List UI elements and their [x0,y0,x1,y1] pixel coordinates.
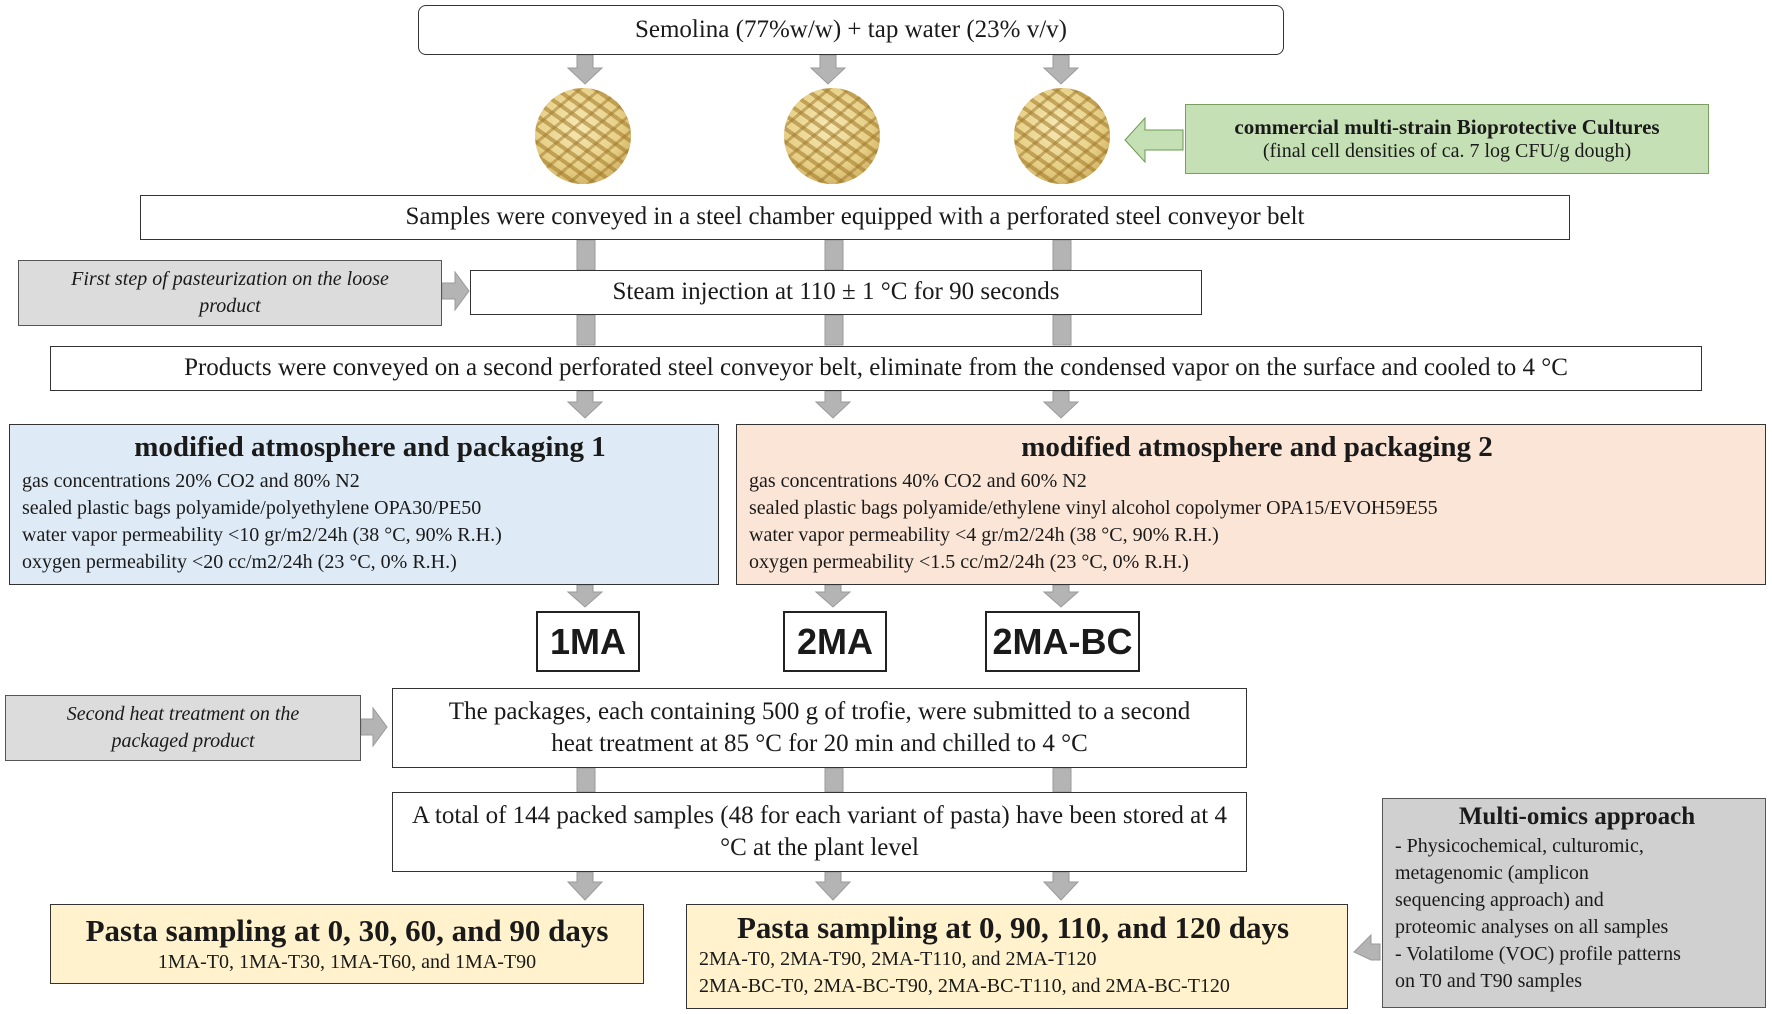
multi-omics-box: Multi-omics approach - Physicochemical, … [1382,798,1766,1008]
multi-omics-line-1: - Physicochemical, culturomic, [1395,835,1644,857]
map1-title: modified atmosphere and packaging 1 [134,431,606,463]
sampling-1-box: Pasta sampling at 0, 30, 60, and 90 days… [50,904,644,984]
multi-omics-line-5: - Volatilome (VOC) profile patterns [1395,943,1681,965]
conveyor-step-box: Samples were conveyed in a steel chamber… [140,195,1570,240]
variant-2ma: 2MA [783,611,887,672]
map1-line-2: sealed plastic bags polyamide/polyethyle… [22,497,482,519]
map2-line-4: oxygen permeability <1.5 cc/m2/24h (23 °… [749,551,1189,573]
map2-line-2: sealed plastic bags polyamide/ethylene v… [749,497,1438,519]
map2-line-3: water vapor permeability <4 gr/m2/24h (3… [749,524,1219,546]
storage-box: A total of 144 packed samples (48 for ea… [392,792,1247,872]
steam-injection-text: Steam injection at 110 ± 1 °C for 90 sec… [612,278,1060,306]
first-pasteurization-label: First step of pasteurization on the loos… [18,260,442,326]
ingredients-text: Semolina (77%w/w) + tap water (23% v/v) [634,15,1068,43]
steam-injection-box: Steam injection at 110 ± 1 °C for 90 sec… [470,270,1202,315]
multi-omics-line-2: metagenomic (amplicon [1395,862,1589,884]
second-heat-text: Second heat treatment on the packaged pr… [66,703,300,752]
variant-2ma-bc-label: 2MA-BC [992,620,1133,662]
multi-omics-title: Multi-omics approach [1458,803,1696,830]
pasta-image-2 [784,88,880,184]
first-pasteurization-text: First step of pasteurization on the loos… [71,268,389,317]
storage-text: A total of 144 packed samples (48 for ea… [412,801,1227,862]
packages-text: The packages, each containing 500 g of t… [448,697,1191,758]
map2-line-1: gas concentrations 40% CO2 and 60% N2 [749,470,1087,492]
multi-omics-line-6: on T0 and T90 samples [1395,970,1583,992]
multi-omics-line-3: sequencing approach) and [1395,889,1604,911]
sampling-1-line-1: 1MA-T0, 1MA-T30, 1MA-T60, and 1MA-T90 [157,951,537,974]
cooling-step-box: Products were conveyed on a second perfo… [50,346,1702,391]
sampling-2-title: Pasta sampling at 0, 90, 110, and 120 da… [737,910,1290,945]
map1-line-1: gas concentrations 20% CO2 and 80% N2 [22,470,360,492]
variant-2ma-label: 2MA [796,620,873,662]
sampling-2-line-2: 2MA-BC-T0, 2MA-BC-T90, 2MA-BC-T110, and … [699,975,1230,998]
packages-box: The packages, each containing 500 g of t… [392,688,1247,768]
map1-line-3: water vapor permeability <10 gr/m2/24h (… [22,524,502,546]
bioprotective-title: commercial multi-strain Bioprotective Cu… [1234,115,1660,139]
sampling-2-box: Pasta sampling at 0, 90, 110, and 120 da… [686,904,1348,1009]
sampling-2-line-1: 2MA-T0, 2MA-T90, 2MA-T110, and 2MA-T120 [699,948,1097,971]
map1-line-4: oxygen permeability <20 cc/m2/24h (23 °C… [22,551,457,573]
cooling-step-text: Products were conveyed on a second perfo… [184,354,1568,382]
variant-1ma: 1MA [536,611,640,672]
multi-omics-line-4: proteomic analyses on all samples [1395,916,1669,938]
conveyor-step-text: Samples were conveyed in a steel chamber… [405,203,1305,231]
map2-title: modified atmosphere and packaging 2 [1021,431,1493,463]
bioprotective-subtitle: (final cell densities of ca. 7 log CFU/g… [1262,140,1632,162]
sampling-1-title: Pasta sampling at 0, 30, 60, and 90 days [85,912,609,948]
map2-box: modified atmosphere and packaging 2 gas … [736,424,1766,585]
variant-1ma-label: 1MA [549,620,626,662]
ingredients-box: Semolina (77%w/w) + tap water (23% v/v) [418,5,1284,55]
second-heat-label: Second heat treatment on the packaged pr… [5,695,361,761]
bioprotective-cultures-box: commercial multi-strain Bioprotective Cu… [1185,104,1709,174]
pasta-image-1 [535,88,631,184]
pasta-image-3 [1014,88,1110,184]
variant-2ma-bc: 2MA-BC [985,611,1140,672]
map1-box: modified atmosphere and packaging 1 gas … [9,424,719,585]
